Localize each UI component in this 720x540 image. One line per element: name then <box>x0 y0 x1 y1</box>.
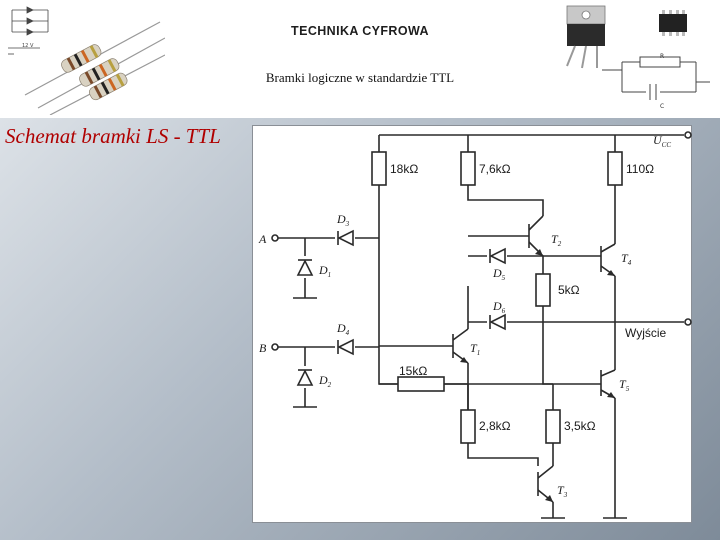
t3-label: T3 <box>557 483 568 499</box>
to220-transistor-icon <box>566 5 606 69</box>
components-decoration <box>566 5 687 69</box>
t1-label: T1 <box>470 341 480 357</box>
c-label: C <box>660 103 664 110</box>
mini-diode-circuit <box>8 6 49 55</box>
r6-label: 2,8kΩ <box>479 419 511 433</box>
diode-d2 <box>296 369 314 386</box>
resistor-3 <box>49 54 165 115</box>
vcc-terminal <box>684 131 692 139</box>
r1-label: 18kΩ <box>390 162 418 176</box>
input-a-label: A <box>258 232 267 246</box>
transistor-t2 <box>528 215 544 257</box>
output-terminal[interactable] <box>684 318 692 326</box>
d3-label: D3 <box>336 212 350 228</box>
resistor-r5 <box>397 376 445 392</box>
r2-label: 7,6kΩ <box>479 162 511 176</box>
r-label: R <box>660 53 664 60</box>
t5-label: T5 <box>619 377 630 393</box>
slide-title: Schemat bramki LS - TTL <box>5 124 221 148</box>
transistor-t3 <box>537 465 554 503</box>
t5-base-wire <box>542 322 553 385</box>
d1-label: D1 <box>318 263 331 279</box>
t2-emitter-node <box>542 255 601 274</box>
t2-label: T2 <box>551 232 562 248</box>
resistor-r7 <box>545 409 561 444</box>
diode-d6 <box>489 313 506 331</box>
input-b-wires <box>278 346 379 408</box>
t3-emitter-wire <box>541 502 565 519</box>
rc-circuit-decoration: R C <box>602 53 710 110</box>
header-banner: 12 V TECHNIKA CYFROWA Bramki logiczne w … <box>0 0 720 118</box>
resistors-decoration: 12 V <box>8 6 165 115</box>
input-a-wires <box>278 237 379 299</box>
small-voltage-label: 12 V <box>22 43 34 49</box>
r6-wires <box>467 384 539 466</box>
transistor-t1 <box>452 328 469 364</box>
diode-d4 <box>337 338 354 356</box>
resistor-1 <box>24 21 161 96</box>
transistor-t5 <box>600 369 616 399</box>
resistor-r2 <box>460 151 476 186</box>
resistor-r4 <box>535 273 551 307</box>
input-b-label: B <box>259 341 267 355</box>
resistor-r6 <box>460 409 476 444</box>
d5-label: D5 <box>492 266 506 282</box>
input-b-terminal[interactable] <box>271 343 279 351</box>
diode-d5 <box>489 247 506 265</box>
r4-label: 5kΩ <box>558 283 580 297</box>
header-title: TECHNIKA CYFROWA <box>291 24 429 38</box>
resistor-r3 <box>607 151 623 186</box>
schematic-panel: UCC 18kΩ 7,6kΩ 110Ω A D3 D1 B <box>252 125 692 523</box>
d4-label: D4 <box>336 321 350 337</box>
resistor-2 <box>37 37 165 109</box>
t5-emitter-wire <box>603 398 627 519</box>
ls-ttl-gate-schematic: UCC 18kΩ 7,6kΩ 110Ω A D3 D1 B <box>258 131 692 519</box>
input-a-terminal[interactable] <box>271 234 279 242</box>
d6-label: D6 <box>492 299 506 315</box>
r5-label: 15kΩ <box>399 364 427 378</box>
output-label: Wyjście <box>625 326 667 340</box>
r3-label: 110Ω <box>626 162 654 176</box>
soic-chip-icon <box>659 10 687 36</box>
header-subtitle: Bramki logiczne w standardzie TTL <box>265 70 455 85</box>
diode-d3 <box>337 229 354 247</box>
r7-label: 3,5kΩ <box>564 419 596 433</box>
vcc-label: UCC <box>653 133 671 149</box>
r2-wires <box>467 135 544 216</box>
transistor-t4 <box>600 243 616 277</box>
t4-label: T4 <box>621 251 632 267</box>
diode-d1 <box>296 259 314 276</box>
resistor-r1 <box>371 151 387 186</box>
d2-label: D2 <box>318 373 332 389</box>
